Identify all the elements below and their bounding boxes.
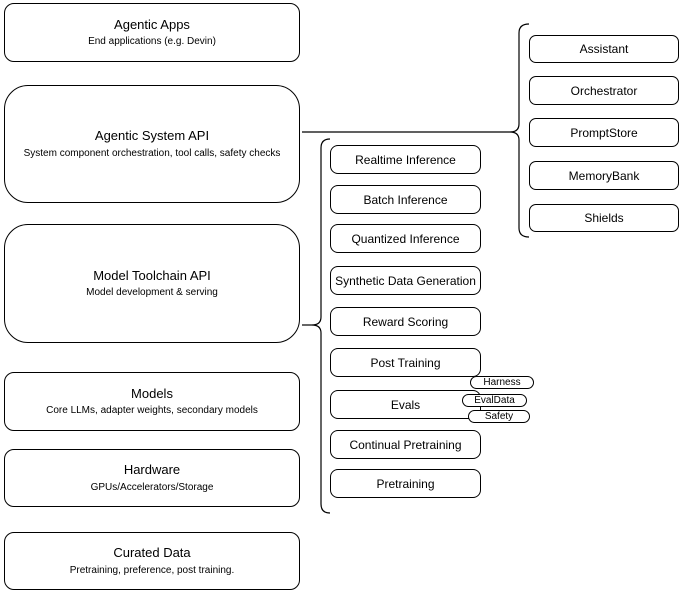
tag-evaldata: EvalData — [462, 394, 527, 407]
node-label: Synthetic Data Generation — [335, 273, 476, 288]
node-title: Agentic System API — [94, 128, 210, 144]
node-title: Agentic Apps — [114, 16, 190, 32]
node-label: MemoryBank — [568, 168, 640, 183]
node-title: Models — [131, 385, 173, 401]
node-agentic-apps: Agentic Apps End applications (e.g. Devi… — [4, 3, 300, 62]
tag-label: Safety — [484, 411, 514, 422]
node-continual-pretraining: Continual Pretraining — [330, 430, 481, 459]
node-curated-data: Curated Data Pretraining, preference, po… — [4, 532, 300, 590]
node-agentic-system-api: Agentic System API System component orch… — [4, 85, 300, 203]
node-subtitle: Pretraining, preference, post training. — [69, 564, 235, 576]
node-label: Shields — [584, 211, 624, 225]
node-model-toolchain-api: Model Toolchain API Model development & … — [4, 224, 300, 343]
node-memorybank: MemoryBank — [529, 161, 679, 190]
node-label: Quantized Inference — [351, 231, 460, 246]
node-assistant: Assistant — [529, 35, 679, 63]
node-subtitle: Core LLMs, adapter weights, secondary mo… — [46, 405, 258, 417]
node-subtitle: Model development & serving — [86, 287, 218, 299]
node-models: Models Core LLMs, adapter weights, secon… — [4, 372, 300, 431]
node-label: Post Training — [370, 355, 441, 370]
node-shields: Shields — [529, 204, 679, 232]
toolchain-stack-brace — [311, 138, 331, 514]
node-evals: Evals — [330, 390, 481, 419]
node-batch-inference: Batch Inference — [330, 185, 481, 214]
node-synthetic-data-generation: Synthetic Data Generation — [330, 266, 481, 295]
node-subtitle: End applications (e.g. Devin) — [88, 36, 216, 48]
tag-label: EvalData — [474, 395, 515, 406]
tag-safety: Safety — [468, 410, 530, 423]
node-label: Realtime Inference — [355, 152, 456, 167]
node-label: PromptStore — [570, 125, 638, 140]
node-label: Continual Pretraining — [349, 437, 462, 452]
node-orchestrator: Orchestrator — [529, 76, 679, 105]
node-promptstore: PromptStore — [529, 118, 679, 147]
node-label: Assistant — [579, 42, 629, 56]
tag-harness: Harness — [470, 376, 534, 389]
node-quantized-inference: Quantized Inference — [330, 224, 481, 253]
node-label: Reward Scoring — [362, 314, 449, 329]
node-subtitle: System component orchestration, tool cal… — [23, 147, 281, 159]
node-pretraining: Pretraining — [330, 469, 481, 498]
system-stack-brace — [509, 23, 530, 238]
node-post-training: Post Training — [330, 348, 481, 377]
tag-label: Harness — [483, 377, 521, 388]
node-realtime-inference: Realtime Inference — [330, 145, 481, 174]
node-label: Batch Inference — [363, 192, 448, 207]
node-label: Orchestrator — [570, 83, 638, 98]
node-label: Pretraining — [376, 476, 435, 491]
node-title: Curated Data — [113, 545, 191, 561]
node-subtitle: GPUs/Accelerators/Storage — [90, 481, 214, 493]
node-reward-scoring: Reward Scoring — [330, 307, 481, 336]
node-title: Hardware — [123, 462, 181, 478]
node-label: Evals — [390, 397, 421, 412]
node-hardware: Hardware GPUs/Accelerators/Storage — [4, 449, 300, 507]
node-title: Model Toolchain API — [93, 267, 211, 283]
